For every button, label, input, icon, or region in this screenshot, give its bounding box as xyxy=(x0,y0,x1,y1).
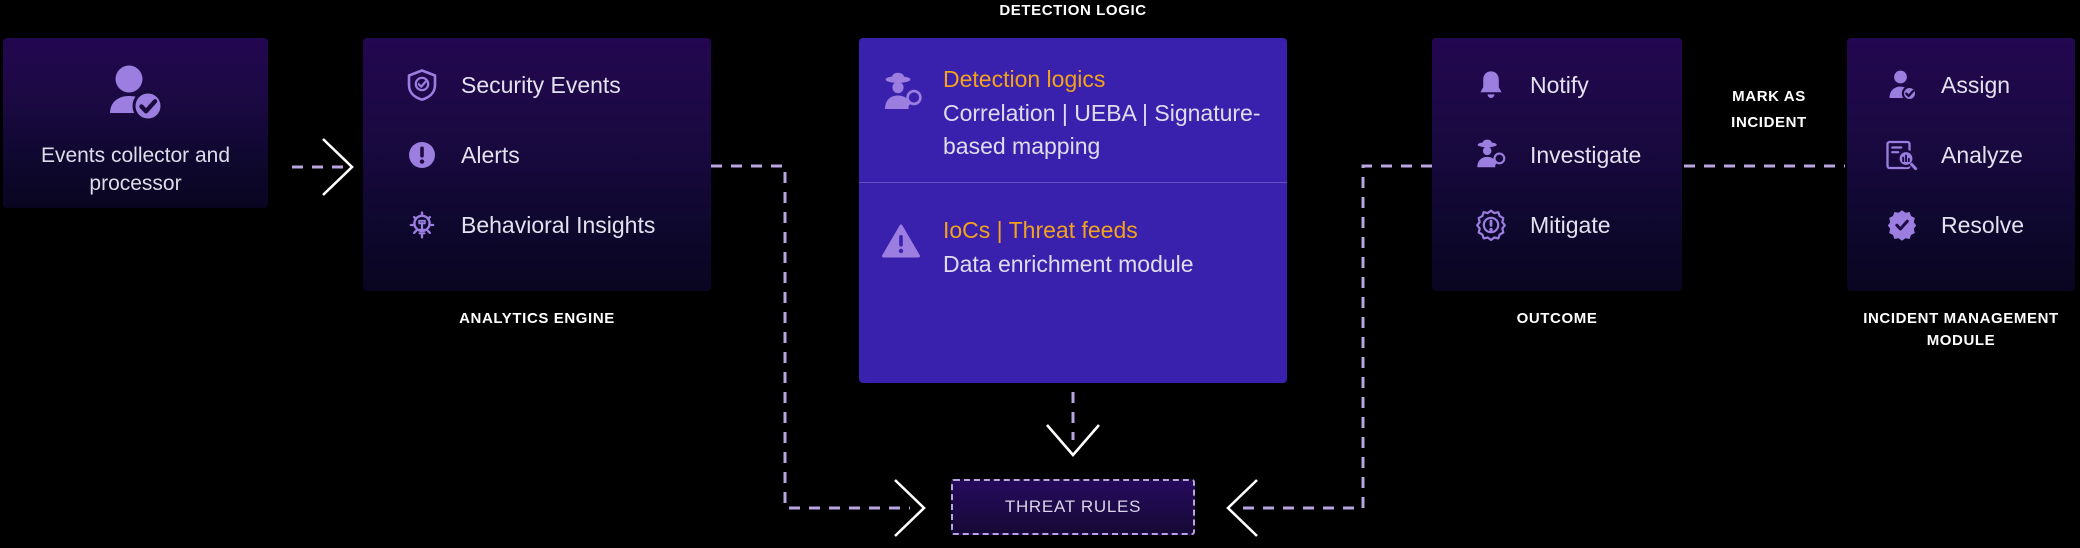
lightbulb-gear-icon xyxy=(405,208,439,242)
alert-circle-icon xyxy=(405,138,439,172)
detection-title: Detection logics xyxy=(943,66,1106,92)
person-check-icon xyxy=(1885,68,1919,102)
list-item-label: Analyze xyxy=(1941,141,2023,168)
list-item-label: Investigate xyxy=(1530,141,1642,168)
bell-icon xyxy=(1474,68,1508,102)
card-analytics-engine[interactable]: Security Events Alerts xyxy=(363,38,711,291)
list-item-investigate[interactable]: Investigate xyxy=(1474,138,1682,172)
card-detection-logic[interactable]: Detection logics Correlation | UEBA | Si… xyxy=(859,38,1287,383)
document-search-icon xyxy=(1885,138,1919,172)
section-divider xyxy=(859,182,1287,184)
detection-body: Correlation | UEBA | Signature-based map… xyxy=(943,99,1261,160)
connector-detection-to-threat-rules xyxy=(1046,392,1100,457)
list-item-label: Behavioral Insights xyxy=(461,211,656,238)
user-check-icon xyxy=(3,64,268,122)
detection-body: Data enrichment module xyxy=(943,250,1194,277)
card-incident-management[interactable]: Assign Analyze xyxy=(1847,38,2075,291)
list-item-label: Resolve xyxy=(1941,211,2025,238)
list-item-alerts[interactable]: Alerts xyxy=(405,138,711,172)
label-mark-as-incident: MARK AS INCIDENT xyxy=(1731,88,1807,131)
card-label-events-collector: Events collector and processor xyxy=(40,144,231,195)
detective-icon xyxy=(1474,138,1508,172)
threat-rules-box[interactable]: THREAT RULES xyxy=(951,479,1195,535)
list-item-notify[interactable]: Notify xyxy=(1474,68,1682,102)
list-item-analyze[interactable]: Analyze xyxy=(1885,138,2075,172)
badge-check-icon xyxy=(1885,208,1919,242)
shield-check-icon xyxy=(405,68,439,102)
list-item-mitigate[interactable]: Mitigate xyxy=(1474,208,1682,242)
gear-alert-icon xyxy=(1474,208,1508,242)
page-title: DETECTION LOGIC xyxy=(999,2,1147,19)
list-item-resolve[interactable]: Resolve xyxy=(1885,208,2075,242)
list-item-security-events[interactable]: Security Events xyxy=(405,68,711,102)
caption-incident-management: INCIDENT MANAGEMENT MODULE xyxy=(1863,310,2059,349)
detection-section-logics[interactable]: Detection logics Correlation | UEBA | Si… xyxy=(859,38,1287,182)
list-item-label: Mitigate xyxy=(1530,211,1611,238)
list-item-assign[interactable]: Assign xyxy=(1885,68,2075,102)
list-item-label: Notify xyxy=(1530,71,1589,98)
caption-outcome: OUTCOME xyxy=(1516,310,1598,327)
connector-collector-to-analytics xyxy=(292,138,354,196)
list-item-behavioral-insights[interactable]: Behavioral Insights xyxy=(405,208,711,242)
list-item-label: Alerts xyxy=(461,141,520,168)
warning-triangle-icon xyxy=(881,213,925,281)
card-outcome[interactable]: Notify Investigate xyxy=(1432,38,1682,291)
detective-icon xyxy=(881,62,925,164)
card-events-collector[interactable]: Events collector and processor xyxy=(3,38,268,208)
detection-section-iocs[interactable]: IoCs | Threat feeds Data enrichment modu… xyxy=(859,183,1287,299)
list-item-label: Security Events xyxy=(461,71,621,98)
caption-analytics-engine: ANALYTICS ENGINE xyxy=(459,310,615,327)
detection-title: IoCs | Threat feeds xyxy=(943,217,1138,244)
threat-rules-label: THREAT RULES xyxy=(1004,497,1142,516)
list-item-label: Assign xyxy=(1941,71,2011,98)
